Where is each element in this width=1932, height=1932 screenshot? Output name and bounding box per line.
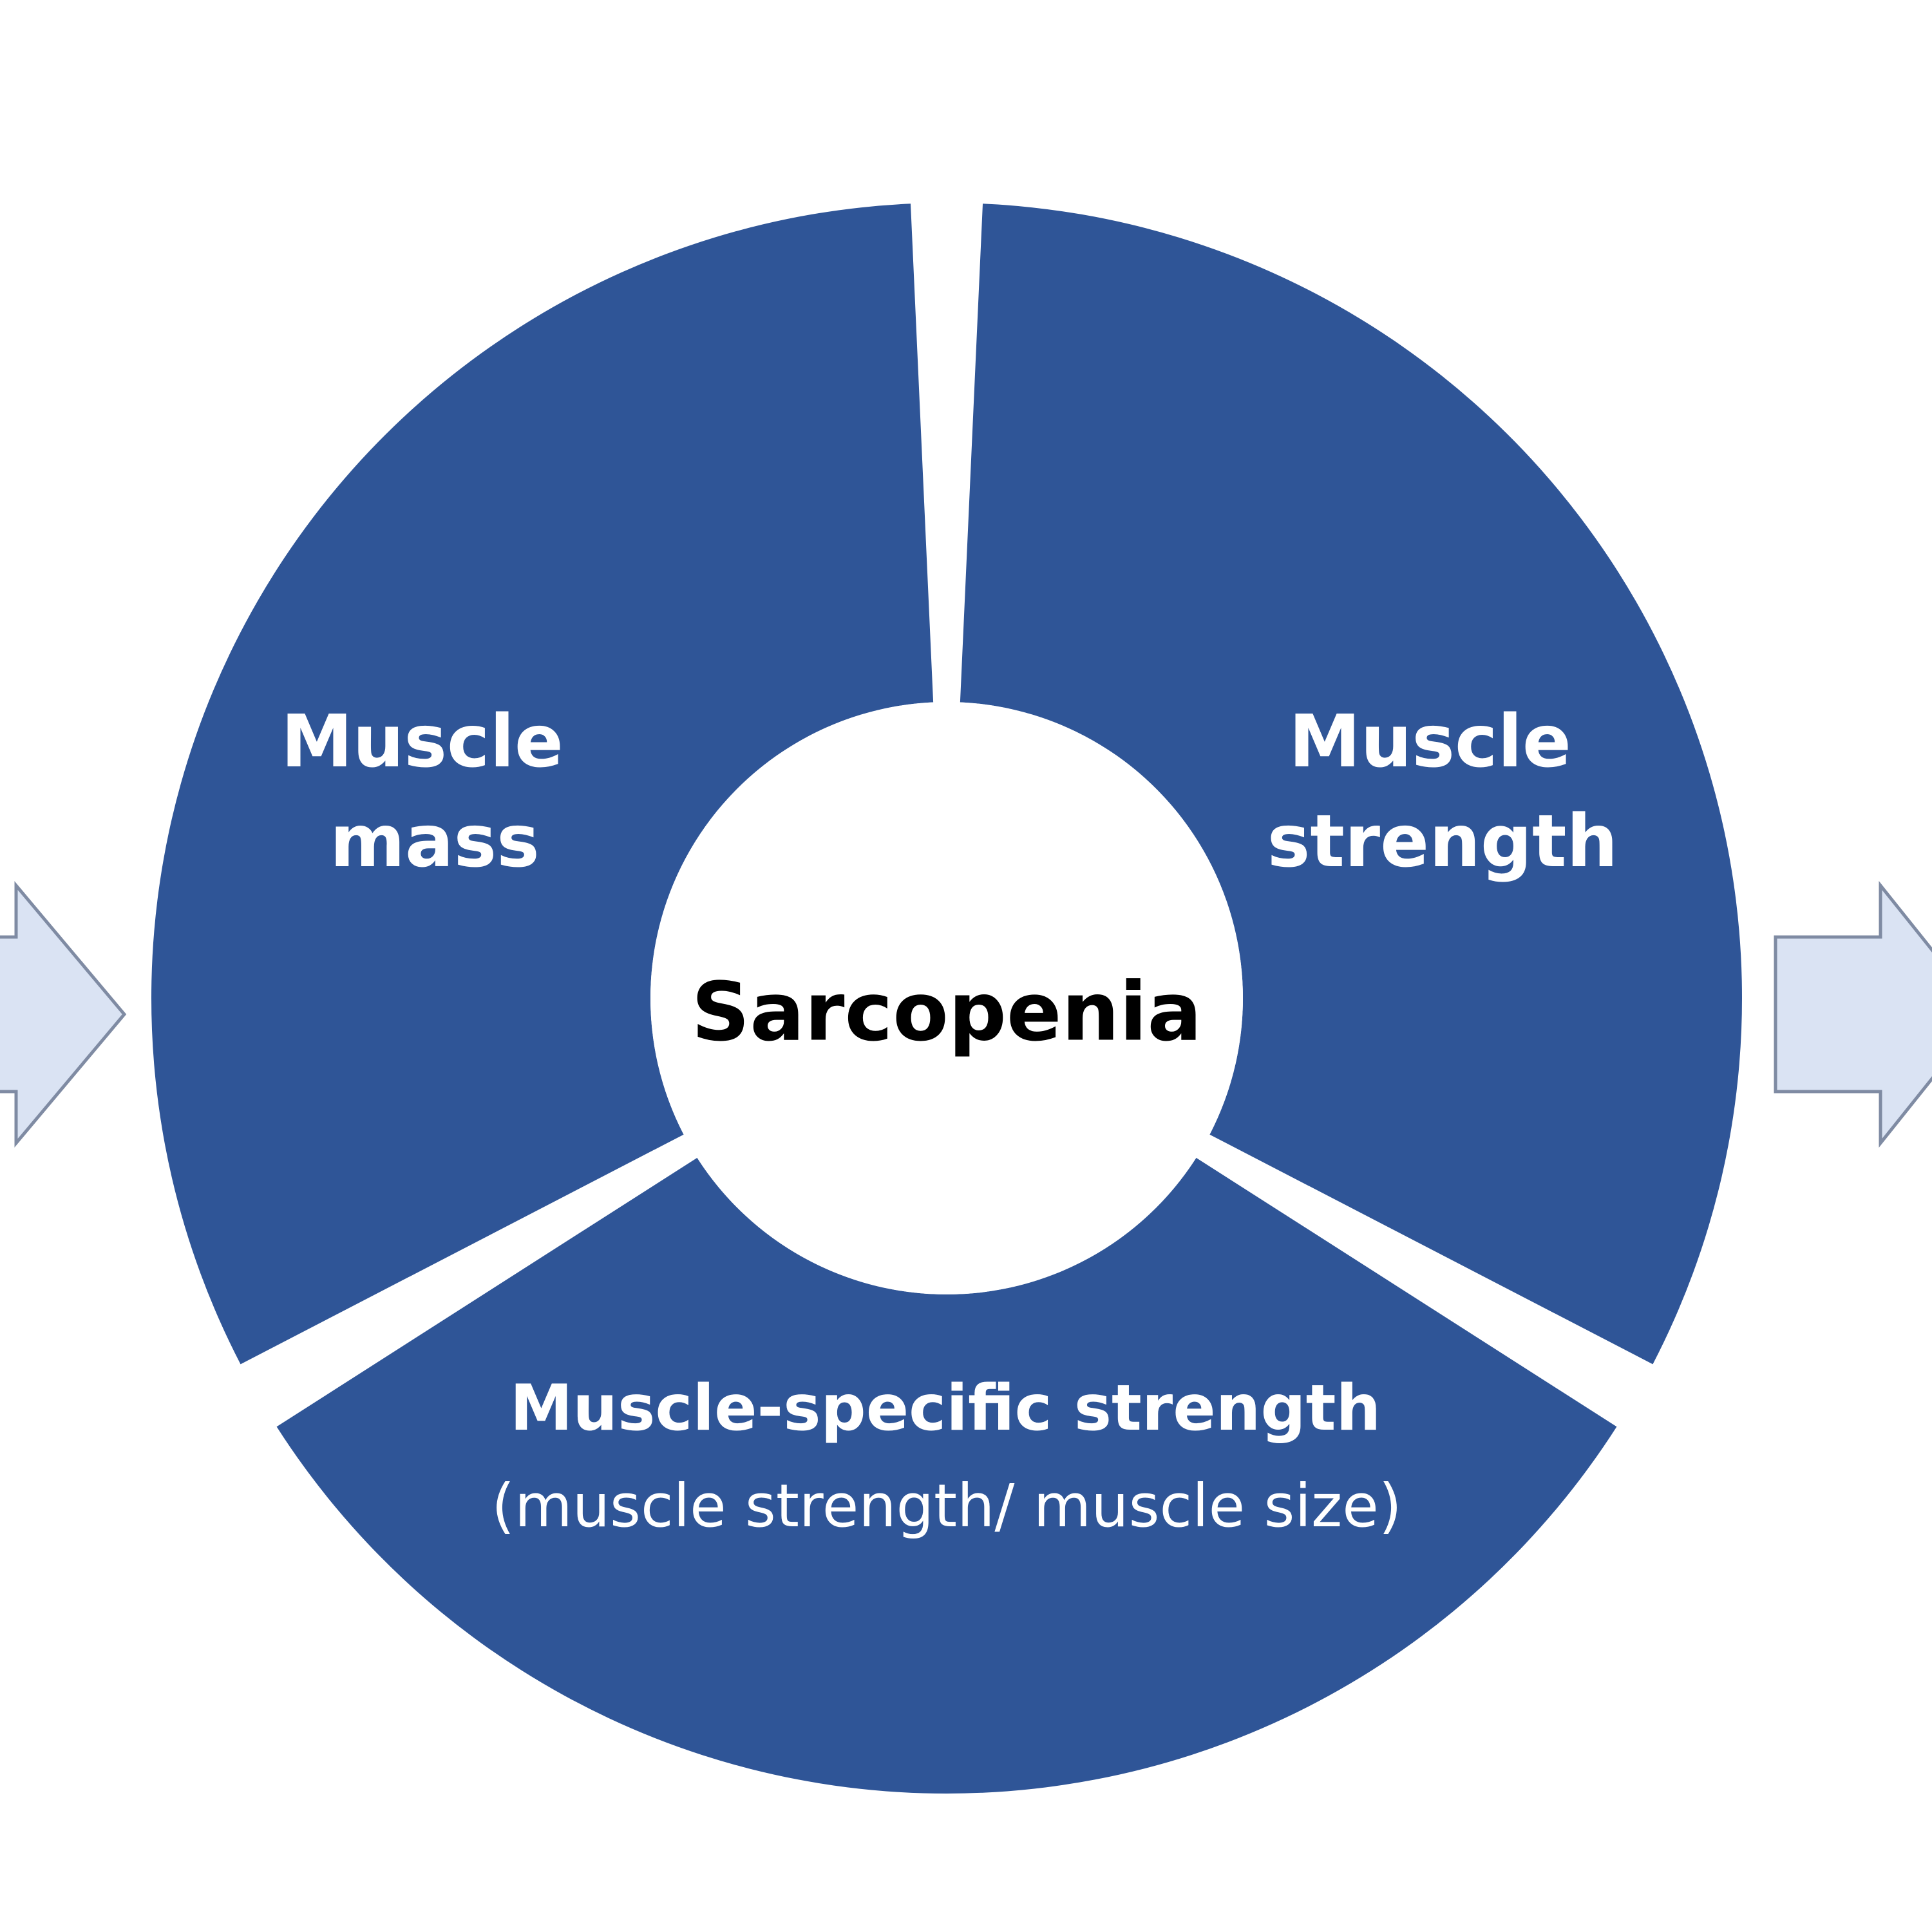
- segment-muscle-strength-label: Muscle strength: [1267, 700, 1618, 884]
- segment-muscle-strength-line1: Muscle: [1289, 700, 1571, 784]
- segment-muscle-mass-line2: mass: [330, 800, 540, 884]
- center-circle: [650, 702, 1243, 1294]
- right-arrow-icon: [1774, 880, 1932, 1148]
- left-arrow-icon: [0, 881, 127, 1148]
- segment-muscle-specific-strength: [276, 1157, 1617, 1794]
- segment-muscle-specific-strength-label: Muscle-specific strength (muscle strengt…: [491, 1372, 1402, 1540]
- segment-muscle-mass: [151, 204, 934, 1365]
- center-label-sarcopenia: Sarcopenia: [692, 965, 1202, 1059]
- segment-muscle-specific-strength-line1: Muscle-specific strength: [510, 1372, 1381, 1445]
- segment-muscle-specific-strength-line2: (muscle strength/ muscle size): [491, 1472, 1402, 1540]
- segment-muscle-mass-label: Muscle mass: [281, 700, 589, 884]
- segment-muscle-strength-line2: strength: [1267, 800, 1618, 884]
- segment-muscle-mass-line1: Muscle: [281, 700, 564, 784]
- segment-muscle-strength: [960, 204, 1743, 1365]
